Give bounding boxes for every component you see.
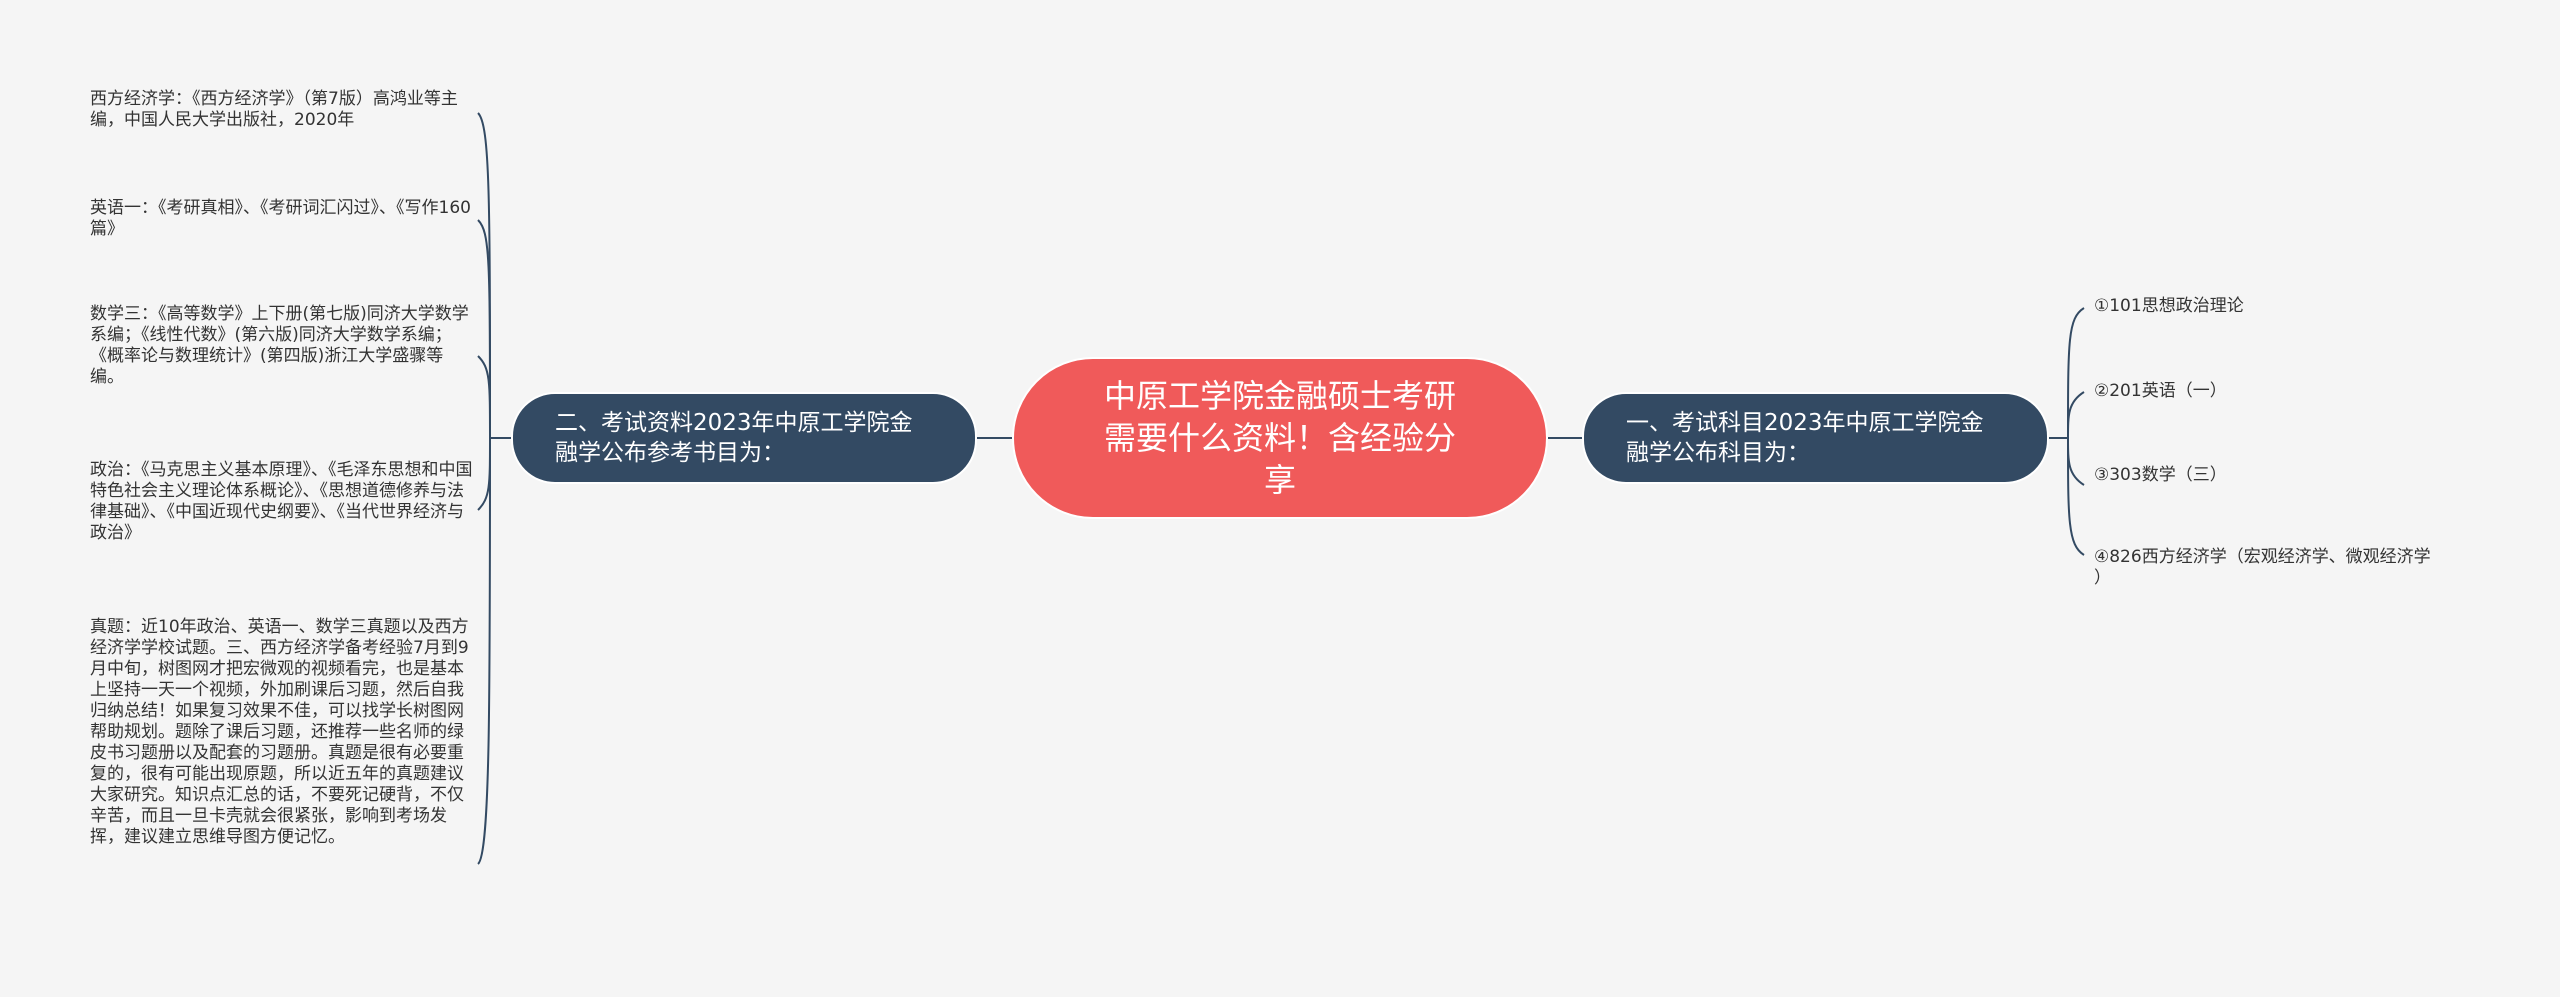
branch-exam-subjects-label: 一、考试科目2023年中原工学院金融学公布科目为： <box>1626 410 1984 466</box>
leaf-subject-english[interactable]: ②201英语（一） <box>2094 381 2227 401</box>
leaf-subject-politics[interactable]: ①101思想政治理论 <box>2094 296 2244 316</box>
connector-right-leaf-2 <box>2067 391 2085 439</box>
connector-right-leaf-1 <box>2067 307 2085 439</box>
leaf-past-papers[interactable]: 真题：近10年政治、英语一、数学三真题以及西方经济学学校试题。三、西方经济学备考… <box>90 617 469 847</box>
connector-left-leaf-3 <box>477 355 491 439</box>
leaf-math[interactable]: 数学三：《高等数学》上下册(第七版)同济大学数学系编；《线性代数》(第六版)同济… <box>90 304 469 387</box>
branch-reference-books[interactable]: 二、考试资料2023年中原工学院金融学公布参考书目为： <box>511 392 977 484</box>
central-topic-label: 中原工学院金融硕士考研需要什么资料！含经验分享 <box>1103 377 1456 499</box>
connector-left-leaf-5 <box>477 437 491 865</box>
branch-reference-books-label: 二、考试资料2023年中原工学院金融学公布参考书目为： <box>555 410 913 466</box>
leaf-english[interactable]: 英语一：《考研真相》、《考研词汇闪过》、《写作160篇》 <box>90 198 471 239</box>
leaf-western-economics[interactable]: 西方经济学：《西方经济学》（第7版）高鸿业等主编，中国人民大学出版社，2020年 <box>90 89 458 130</box>
branch-exam-subjects[interactable]: 一、考试科目2023年中原工学院金融学公布科目为： <box>1582 392 2049 484</box>
connector-left-leaf-2 <box>477 219 491 439</box>
connector-right-leaf-3 <box>2067 437 2085 486</box>
connector-left-leaf-4 <box>477 437 491 511</box>
connector-right-leaf-4 <box>2067 437 2085 556</box>
leaf-subject-economics[interactable]: ④826西方经济学（宏观经济学、微观经济学 ） <box>2094 547 2431 588</box>
leaf-politics[interactable]: 政治：《马克思主义基本原理》、《毛泽东思想和中国特色社会主义理论体系概论》、《思… <box>90 460 473 543</box>
leaf-subject-math[interactable]: ③303数学（三） <box>2094 465 2227 485</box>
central-topic[interactable]: 中原工学院金融硕士考研需要什么资料！含经验分享 <box>1012 357 1548 519</box>
